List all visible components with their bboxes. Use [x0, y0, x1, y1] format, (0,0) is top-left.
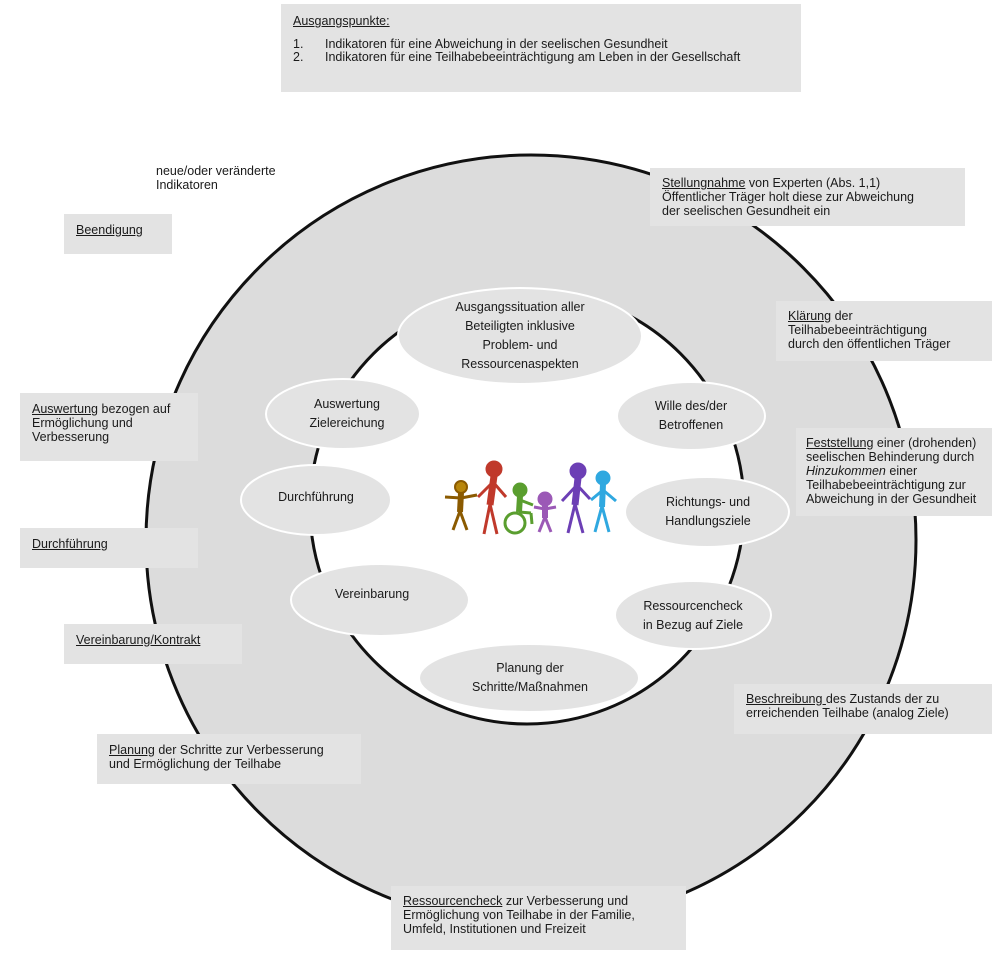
- auswertung-link[interactable]: Auswertung: [32, 402, 99, 416]
- ellipse-durchfuehrung-text: Durchführung: [278, 490, 354, 504]
- ellipse-auswertung-text: Auswertung Zielereichung: [309, 397, 385, 430]
- ressourcencheck-box: Ressourcencheck zur Verbesserung und Erm…: [391, 886, 686, 950]
- ellipse-planung-text: Planung der Schritte/Maßnahmen: [471, 661, 589, 694]
- person-figure-purple-small: [533, 491, 557, 533]
- feststellung-link[interactable]: Feststellung: [806, 436, 874, 450]
- ellipse-wille-text: Wille des/der Betroffenen: [654, 399, 728, 432]
- vereinbarung-link[interactable]: Vereinbarung/Kontrakt: [76, 633, 201, 647]
- vereinbarung-box: Vereinbarung/Kontrakt: [64, 624, 242, 664]
- ellipse-vereinbarung-text: Vereinbarung: [334, 587, 410, 601]
- ellipse-auswertung: [265, 378, 421, 450]
- person-figure-brown: [444, 480, 478, 531]
- beendigung-link[interactable]: Beendigung: [76, 223, 143, 237]
- klaerung-link[interactable]: Klärung: [788, 309, 832, 323]
- ausgangspunkte-item: 2.Indikatoren für eine Teilhabebeeinträc…: [293, 50, 741, 64]
- planung-box: Planung der Schritte zur Verbesserung un…: [97, 734, 361, 784]
- stellungnahme-link[interactable]: Stellungnahme: [662, 176, 746, 190]
- beschreibung-link[interactable]: Beschreibung: [746, 692, 826, 706]
- planung-link[interactable]: Planung: [109, 743, 155, 757]
- person-figure-violet: [560, 462, 592, 534]
- auswertung-box: Auswertung bezogen auf Ermöglichung und …: [20, 393, 198, 461]
- feststellung-box: Feststellung einer (drohenden) seelische…: [796, 428, 992, 516]
- ellipse-richtungsziele: [624, 476, 790, 548]
- durchfuehrung-box: Durchführung: [20, 528, 198, 568]
- ellipse-ausgangssituation-text: Ausgangssituation aller Beteiligten inkl…: [455, 300, 585, 371]
- ausgangspunkte-title: Ausgangspunkte:: [293, 14, 390, 28]
- ausgangspunkte-list: 1.Indikatoren für eine Abweichung in der…: [293, 38, 789, 64]
- neue-indikatoren-text: neue/oder veränderte Indikatoren: [156, 164, 276, 192]
- ellipse-ausgangssituation: [397, 287, 643, 385]
- ellipse-ressourcencheck: [614, 580, 772, 650]
- beendigung-box: Beendigung: [64, 214, 172, 254]
- ausgangspunkte-box: Ausgangspunkte: 1.Indikatoren für eine A…: [281, 4, 801, 92]
- ausgangspunkte-item: 1.Indikatoren für eine Abweichung in der…: [293, 37, 668, 51]
- ellipse-richtungsziele-text: Richtungs- und Handlungsziele: [665, 495, 751, 528]
- stellungnahme-box: Stellungnahme von Experten (Abs. 1,1) Öf…: [650, 168, 965, 226]
- ellipse-ressourcencheck-text: Ressourcencheck in Bezug auf Ziele: [642, 599, 744, 632]
- ellipse-wille: [616, 381, 766, 451]
- beschreibung-box: Beschreibung des Zustands der zu erreich…: [734, 684, 992, 734]
- durchfuehrung-link[interactable]: Durchführung: [32, 537, 108, 551]
- people-illustration: [444, 460, 617, 535]
- person-figure-cyan: [590, 470, 617, 533]
- person-figure-wheelchair: [503, 482, 534, 535]
- ellipse-planung: [418, 643, 640, 713]
- ellipse-durchfuehrung: [240, 464, 392, 536]
- person-figure-red: [476, 460, 508, 535]
- ellipse-vereinbarung: [290, 563, 470, 637]
- ressourcencheck-link[interactable]: Ressourcencheck: [403, 894, 503, 908]
- klaerung-box: Klärung der Teilhabebeeinträchtigung dur…: [776, 301, 992, 361]
